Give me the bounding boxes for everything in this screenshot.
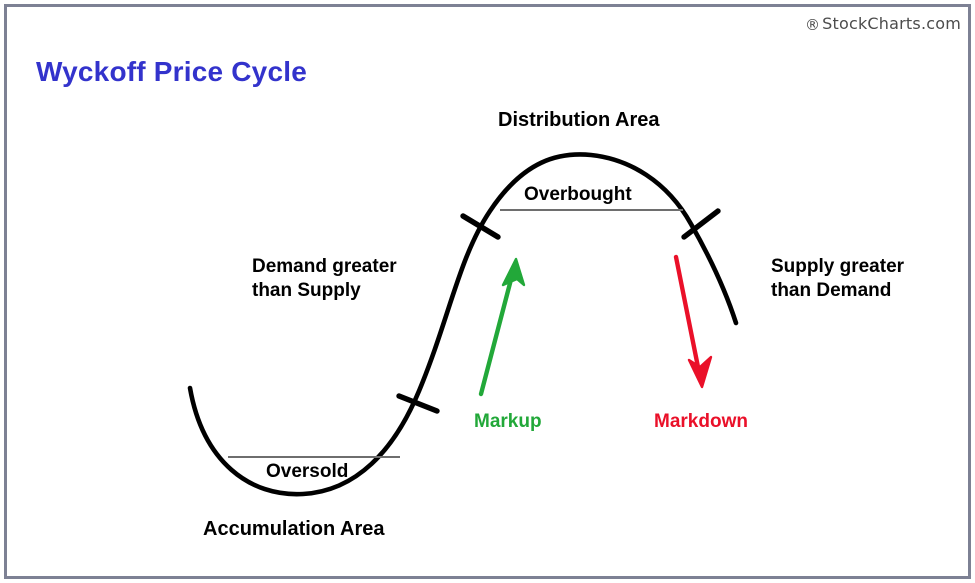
- image-frame: [4, 4, 971, 579]
- markdown-arrow: [673, 254, 713, 389]
- registered-mark-icon: ®: [804, 16, 821, 34]
- price-curve: [187, 152, 739, 497]
- label-markup: Markup: [474, 411, 542, 432]
- label-overbought: Overbought: [524, 184, 632, 205]
- label-distribution-area: Distribution Area: [498, 109, 660, 131]
- label-supply-line2: than Demand: [771, 280, 892, 302]
- markup-arrow: [478, 257, 526, 397]
- label-accumulation-area: Accumulation Area: [203, 518, 385, 540]
- label-supply-line1: Supply greater: [771, 256, 905, 277]
- phase-tick-markup-distribution: [460, 213, 501, 240]
- phase-tick-accumulation-markup: [396, 393, 440, 414]
- label-supply-greater-than-demand: Supply greater than Demand: [771, 255, 904, 304]
- stockcharts-watermark: ®StockCharts.com: [805, 14, 961, 34]
- label-demand-line1: Demand greater: [252, 256, 397, 277]
- label-demand-line2: than Supply: [252, 280, 361, 302]
- label-markdown: Markdown: [654, 411, 748, 432]
- phase-tick-distribution-markdown: [681, 208, 721, 240]
- label-demand-greater-than-supply: Demand greater than Supply: [252, 255, 397, 304]
- label-oversold: Oversold: [266, 461, 349, 482]
- page-title: Wyckoff Price Cycle: [36, 56, 307, 87]
- watermark-text: StockCharts.com: [822, 14, 961, 33]
